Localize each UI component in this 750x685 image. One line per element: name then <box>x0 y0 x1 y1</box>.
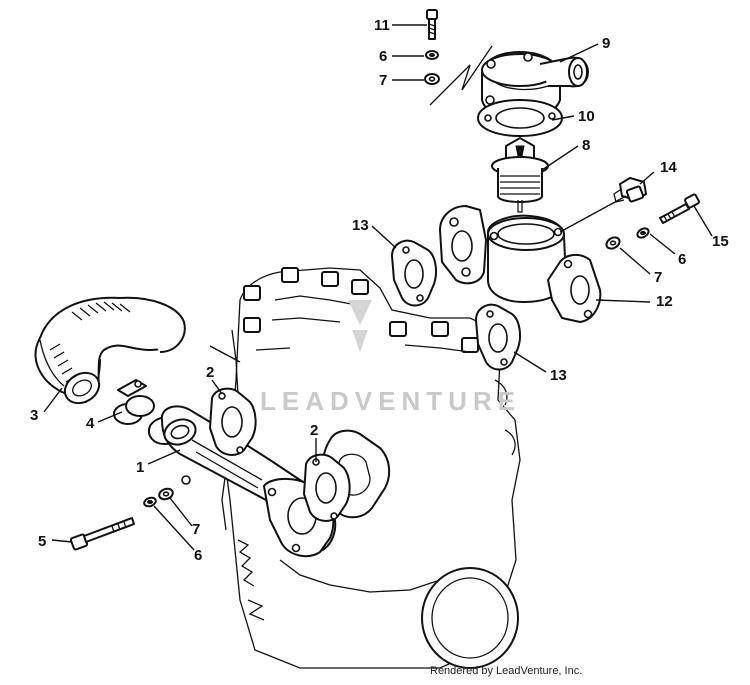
callout-2: 2 <box>310 422 318 439</box>
callout-7: 7 <box>192 521 200 538</box>
bolt-15 <box>659 193 700 224</box>
washer-6-lower <box>143 496 157 508</box>
washer-6-right <box>636 227 650 239</box>
callout-6: 6 <box>194 547 202 564</box>
washer-7-top <box>424 73 440 85</box>
callout-7: 7 <box>379 72 387 89</box>
leader-lines <box>43 24 713 551</box>
callout-10: 10 <box>578 108 595 125</box>
callout-13: 13 <box>352 217 369 234</box>
callout-numbers: 11 6 7 9 10 8 14 15 13 6 7 12 13 3 2 4 2… <box>30 17 729 564</box>
plug-14 <box>613 177 647 203</box>
bolt-11 <box>426 9 438 40</box>
thermostat-cover-9 <box>481 51 589 119</box>
washer-6-top <box>425 50 439 60</box>
gasket-13-upper <box>391 239 437 307</box>
callout-14: 14 <box>660 159 677 176</box>
callout-9: 9 <box>602 35 610 52</box>
gasket-13-lower <box>475 303 521 371</box>
callout-15: 15 <box>712 233 729 250</box>
callout-6: 6 <box>379 48 387 65</box>
head-bolts <box>243 267 479 353</box>
break-line <box>429 45 493 106</box>
thermostat-8 <box>491 137 549 213</box>
thermostat-housing-12 <box>439 205 602 323</box>
gasket-2-upper <box>209 387 257 456</box>
watermark: LEADVENTURE <box>260 300 521 416</box>
hose-3 <box>34 296 186 405</box>
bolt-5 <box>69 517 135 551</box>
callout-12: 12 <box>656 293 673 310</box>
gasket-10 <box>477 99 563 137</box>
callout-11: 11 <box>374 17 390 34</box>
callout-8: 8 <box>582 137 590 154</box>
callout-2: 2 <box>206 364 214 381</box>
watermark-text: LEADVENTURE <box>260 386 521 416</box>
callout-3: 3 <box>30 407 38 424</box>
callout-13: 13 <box>550 367 567 384</box>
washer-7-right <box>605 236 621 250</box>
callout-5: 5 <box>38 533 46 550</box>
callout-7: 7 <box>654 269 662 286</box>
render-credit: Rendered by LeadVenture, Inc. <box>430 665 582 677</box>
callout-6: 6 <box>678 251 686 268</box>
callout-4: 4 <box>86 415 95 432</box>
washer-7-lower <box>158 487 174 501</box>
gasket-2-lower <box>303 453 351 522</box>
callout-1: 1 <box>136 459 144 476</box>
